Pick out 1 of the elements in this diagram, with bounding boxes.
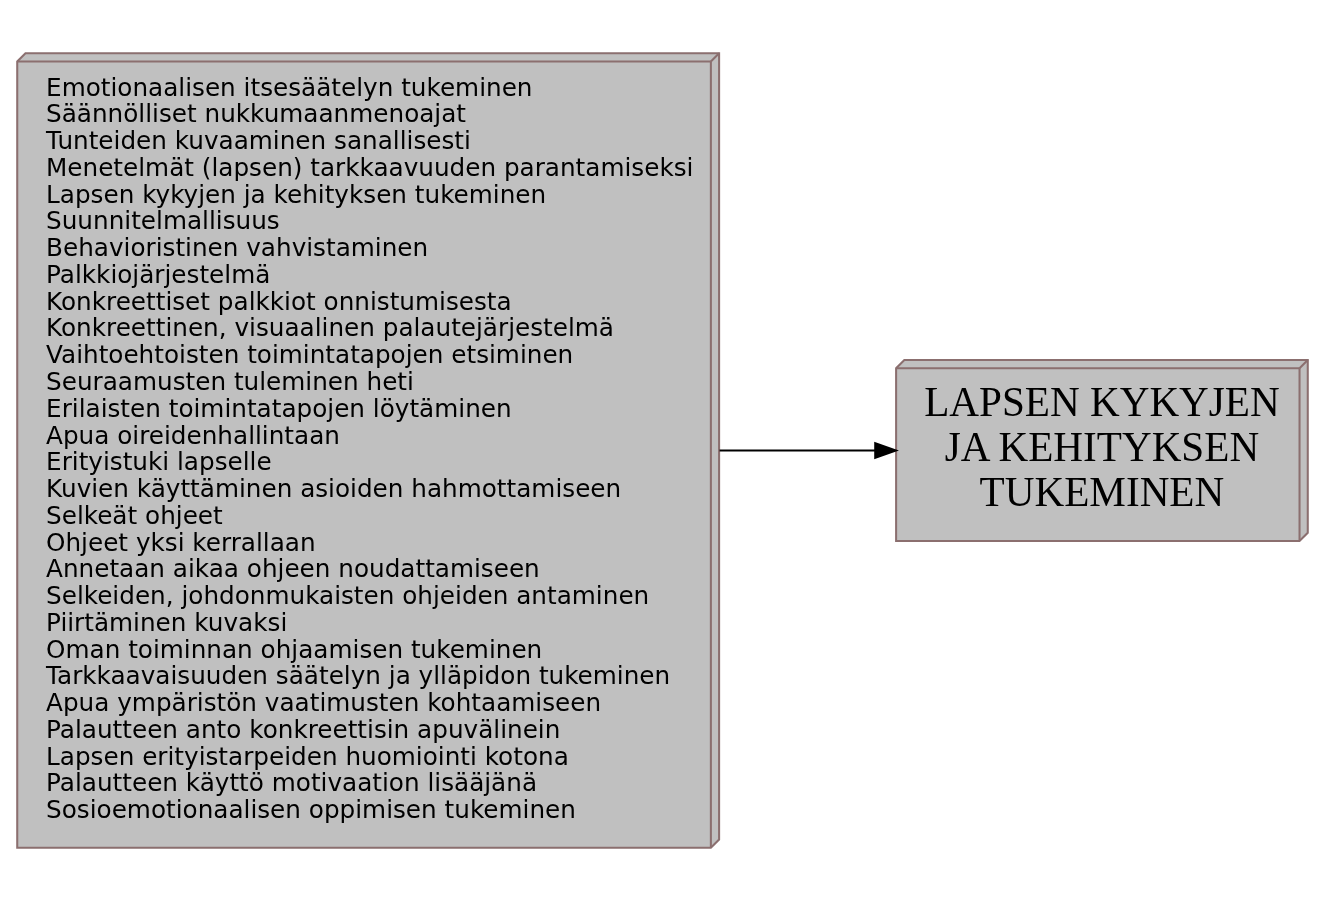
arrow [719,441,899,460]
